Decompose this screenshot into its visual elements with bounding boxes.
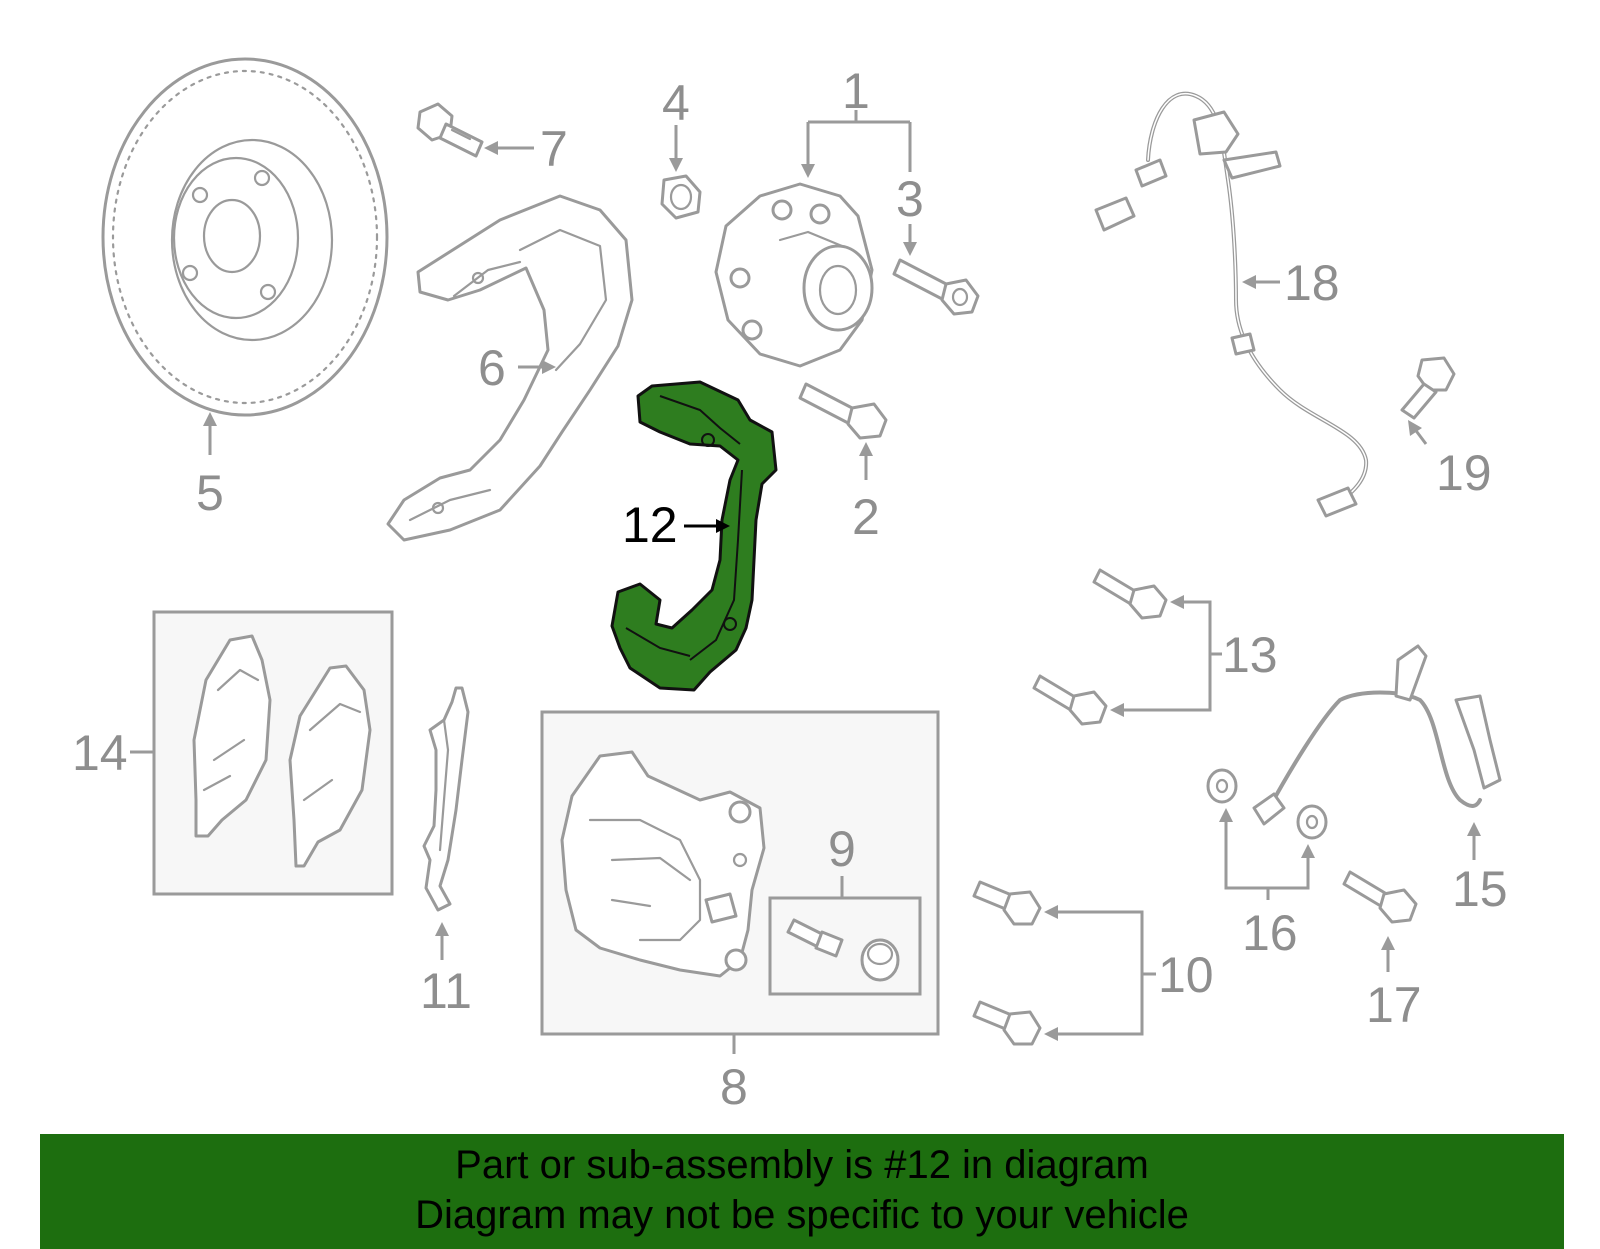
callout-14: 14 (72, 725, 154, 781)
svg-text:4: 4 (662, 75, 690, 131)
callout-18: 18 (1242, 255, 1340, 311)
svg-text:9: 9 (828, 821, 856, 877)
brake-pads-kit-part[interactable] (152, 610, 394, 896)
bolt-13-lower-part[interactable] (1032, 674, 1108, 726)
bolt-2-part[interactable] (798, 382, 888, 440)
callout-8: 8 (720, 1034, 748, 1115)
svg-text:18: 18 (1284, 255, 1340, 311)
bolt-13-upper-part[interactable] (1092, 568, 1168, 620)
svg-text:16: 16 (1242, 905, 1298, 961)
hub-bearing-part[interactable] (714, 182, 874, 368)
guide-pin-10-upper-part[interactable] (972, 880, 1042, 926)
svg-text:14: 14 (72, 725, 128, 781)
callout-3: 3 (896, 171, 924, 256)
svg-text:8: 8 (720, 1059, 748, 1115)
svg-text:7: 7 (540, 121, 568, 177)
callout-12: 12 (622, 497, 730, 553)
bolt-19-part[interactable] (1400, 356, 1456, 420)
callout-13: 13 (1110, 595, 1278, 717)
callout-2: 2 (852, 442, 880, 545)
callout-10: 10 (1044, 905, 1214, 1041)
caliper-bracket-part-12[interactable] (610, 380, 778, 692)
svg-text:2: 2 (852, 489, 880, 545)
svg-text:12: 12 (622, 497, 678, 553)
svg-text:3: 3 (896, 171, 924, 227)
bolt-7-part[interactable] (416, 102, 484, 158)
part-info-banner: Part or sub-assembly is #12 in diagram D… (40, 1134, 1564, 1249)
washer-16-left-part[interactable] (1206, 768, 1238, 804)
bolt-17-part[interactable] (1342, 870, 1418, 924)
callout-5: 5 (196, 412, 224, 521)
banner-line-disclaimer: Diagram may not be specific to your vehi… (415, 1193, 1189, 1237)
callout-16: 16 (1219, 808, 1315, 961)
svg-text:10: 10 (1158, 947, 1214, 1003)
bolt-3-part[interactable] (892, 258, 980, 316)
callout-17: 17 (1366, 936, 1422, 1033)
nut-4-part[interactable] (660, 174, 702, 220)
anti-rattle-clip-part[interactable] (422, 686, 470, 912)
svg-text:5: 5 (196, 465, 224, 521)
sensor-harness-part[interactable] (1094, 91, 1369, 518)
brake-rotor-part[interactable] (101, 57, 389, 417)
svg-text:13: 13 (1222, 627, 1278, 683)
svg-text:11: 11 (420, 963, 472, 1019)
callout-6: 6 (478, 340, 556, 396)
callout-9: 9 (828, 821, 856, 898)
callout-4: 4 (662, 75, 690, 172)
exploded-parts-diagram: 5 7 4 6 (72, 57, 1508, 1115)
callout-7: 7 (484, 121, 568, 177)
callout-15: 15 (1452, 822, 1508, 917)
banner-line-part-number: Part or sub-assembly is #12 in diagram (455, 1143, 1149, 1187)
dust-shield-part[interactable] (386, 194, 634, 542)
svg-text:15: 15 (1452, 861, 1508, 917)
svg-text:6: 6 (478, 340, 506, 396)
callout-11: 11 (420, 922, 472, 1019)
washer-16-right-part[interactable] (1296, 804, 1328, 840)
svg-text:17: 17 (1366, 977, 1422, 1033)
guide-pin-kit-part[interactable] (768, 896, 922, 996)
callout-1: 1 (801, 63, 912, 178)
svg-text:1: 1 (842, 63, 870, 119)
guide-pin-10-lower-part[interactable] (972, 1000, 1042, 1046)
brake-hose-part[interactable] (1252, 644, 1502, 826)
callout-19: 19 (1408, 420, 1492, 501)
svg-text:19: 19 (1436, 445, 1492, 501)
